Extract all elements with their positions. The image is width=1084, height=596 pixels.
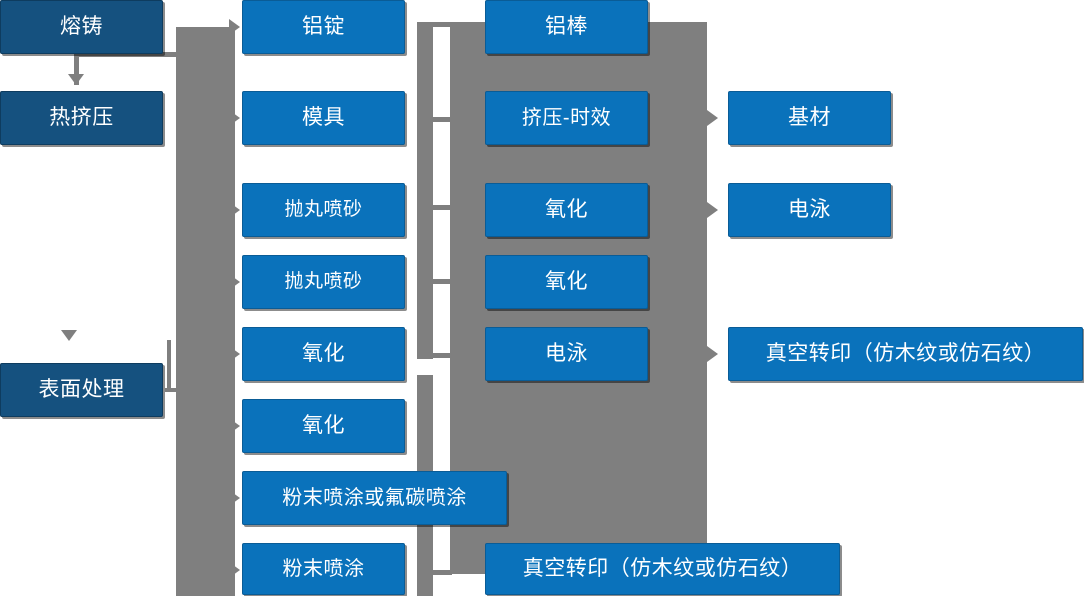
- step-box-mold[interactable]: 模具: [242, 91, 405, 145]
- process-box-aluminum-bar[interactable]: 铝棒: [485, 0, 648, 54]
- arrow-band-to-vacuum-transfer: [707, 346, 718, 362]
- step-label-oxidation-2: 氧化: [302, 414, 345, 438]
- arrow-surface-to-trunk: [61, 330, 77, 341]
- arrow-band-to-electrophoresis: [707, 202, 718, 218]
- process-box-extrusion-aging[interactable]: 挤压-时效: [485, 91, 648, 145]
- step-label-oxidation-1: 氧化: [302, 342, 345, 366]
- connector-rail-tie-ingot: [432, 22, 452, 27]
- step-box-aluminum-ingot[interactable]: 铝锭: [242, 0, 405, 54]
- step-label-aluminum-ingot: 铝锭: [302, 15, 345, 39]
- step-label-shot-blasting-2: 抛丸喷砂: [284, 270, 363, 292]
- arrow-trunk-to-oxidation-1: [229, 346, 240, 362]
- process-label-vacuum-transfer: 真空转印（仿木纹或仿石纹）: [522, 557, 803, 581]
- process-label-oxidation-2: 氧化: [545, 270, 588, 294]
- output-label-electrophoresis: 电泳: [788, 198, 831, 222]
- connector-rail-tie-oxidation: [432, 353, 452, 358]
- stage-box-surface-treatment[interactable]: 表面处理: [0, 363, 163, 417]
- step-box-oxidation-1[interactable]: 氧化: [242, 327, 405, 381]
- output-box-vacuum-transfer[interactable]: 真空转印（仿木纹或仿石纹）: [728, 327, 1083, 381]
- connector-melting-to-trunk: [78, 52, 178, 57]
- process-label-electrophoresis: 电泳: [545, 342, 588, 366]
- output-box-base-material[interactable]: 基材: [728, 91, 891, 145]
- arrow-trunk-to-powder-coating: [229, 562, 240, 578]
- connector-rail-tie-mold: [432, 117, 452, 122]
- stage-label-hot-extrusion: 热挤压: [49, 106, 114, 130]
- arrow-trunk-to-blasting-2: [229, 274, 240, 290]
- step-box-powder-or-fluorocarbon[interactable]: 粉末喷涂或氟碳喷涂: [242, 471, 507, 525]
- connector-rail-tie-blasting-2: [432, 279, 452, 284]
- connector-step-rail-upper: [417, 22, 433, 359]
- connector-stage-trunk: [176, 27, 235, 596]
- step-label-powder-or-fluorocarbon: 粉末喷涂或氟碳喷涂: [282, 487, 467, 509]
- stage-label-melting: 熔铸: [60, 15, 103, 39]
- process-box-vacuum-transfer[interactable]: 真空转印（仿木纹或仿石纹）: [485, 543, 840, 595]
- connector-surface-up: [167, 340, 171, 390]
- arrow-trunk-to-blasting-1: [229, 202, 240, 218]
- process-box-oxidation-1[interactable]: 氧化: [485, 183, 648, 237]
- connector-rail-tie-bottom: [432, 570, 452, 575]
- process-box-electrophoresis[interactable]: 电泳: [485, 327, 648, 381]
- process-label-extrusion-aging: 挤压-时效: [521, 107, 612, 129]
- stage-label-surface-treatment: 表面处理: [38, 378, 125, 402]
- step-label-shot-blasting-1: 抛丸喷砂: [284, 198, 363, 220]
- process-label-oxidation-1: 氧化: [545, 198, 588, 222]
- arrow-melting-to-extrusion: [68, 74, 84, 85]
- step-box-oxidation-2[interactable]: 氧化: [242, 399, 405, 453]
- connector-melting-down: [74, 52, 79, 85]
- step-label-powder-coating: 粉末喷涂: [282, 558, 365, 580]
- stage-box-melting[interactable]: 熔铸: [0, 0, 163, 54]
- stage-box-hot-extrusion[interactable]: 热挤压: [0, 91, 163, 145]
- output-label-vacuum-transfer: 真空转印（仿木纹或仿石纹）: [765, 342, 1046, 366]
- arrow-trunk-to-oxidation-2: [229, 418, 240, 434]
- step-label-mold: 模具: [302, 106, 345, 130]
- step-box-powder-coating[interactable]: 粉末喷涂: [242, 543, 405, 595]
- arrow-band-to-base-material: [707, 110, 718, 126]
- connector-surface-to-trunk: [165, 388, 181, 392]
- arrow-trunk-to-powder-fluorocarbon: [229, 490, 240, 506]
- output-box-electrophoresis[interactable]: 电泳: [728, 183, 891, 237]
- arrow-trunk-to-mold: [229, 110, 240, 126]
- process-label-aluminum-bar: 铝棒: [545, 15, 588, 39]
- connector-rail-tie-blasting-1: [432, 205, 452, 210]
- process-box-oxidation-2[interactable]: 氧化: [485, 255, 648, 309]
- step-box-shot-blasting-1[interactable]: 抛丸喷砂: [242, 183, 405, 237]
- arrow-trunk-to-ingot: [229, 19, 240, 35]
- output-label-base-material: 基材: [788, 106, 831, 130]
- step-box-shot-blasting-2[interactable]: 抛丸喷砂: [242, 255, 405, 309]
